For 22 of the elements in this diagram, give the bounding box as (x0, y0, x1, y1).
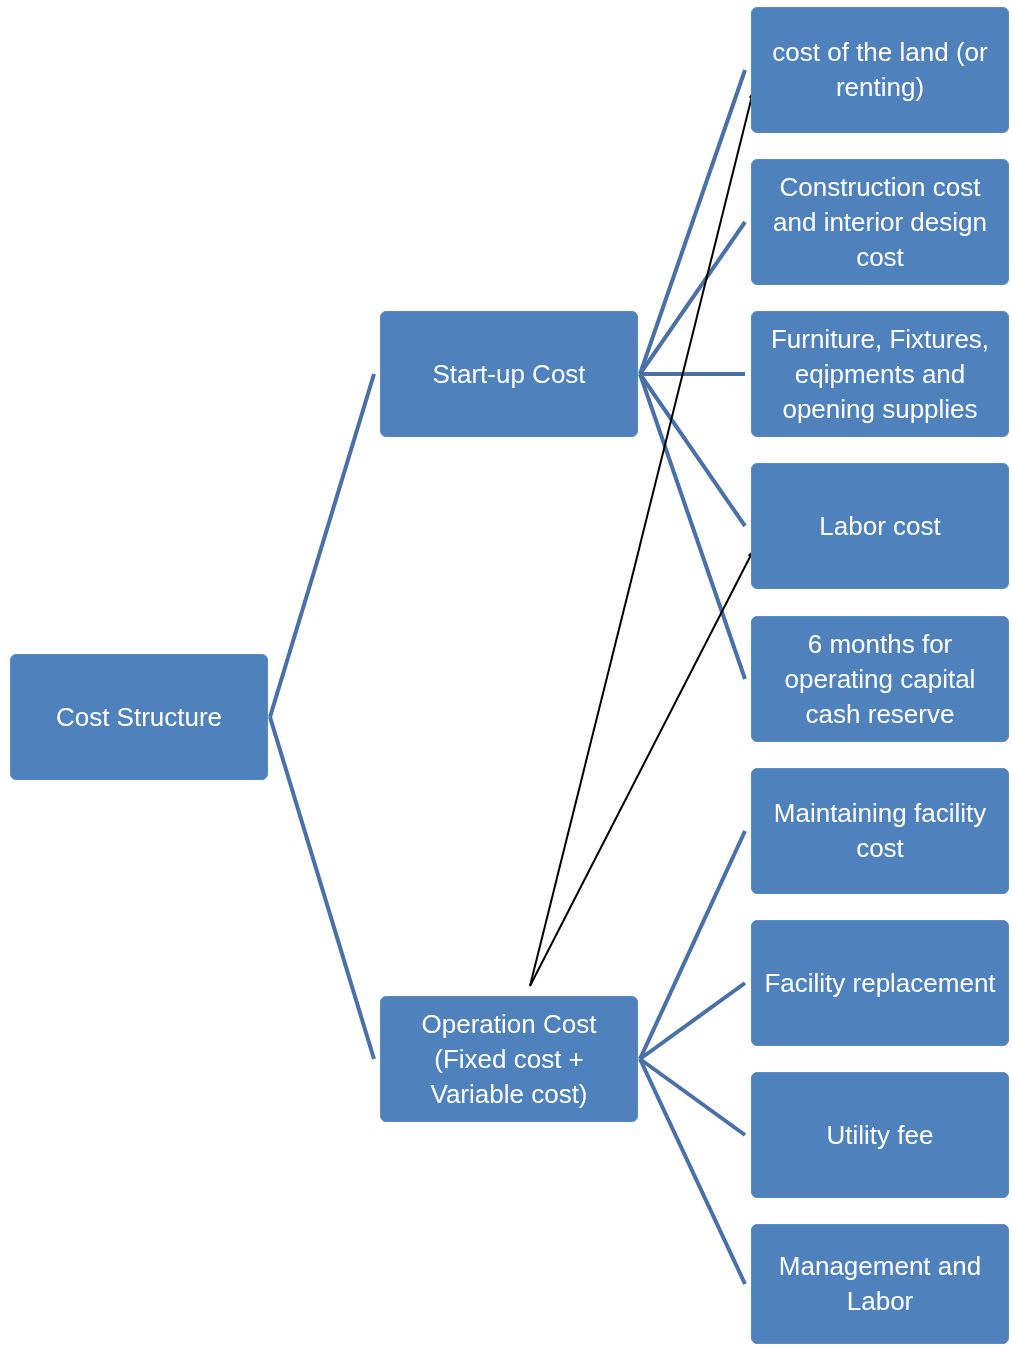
connector-line (638, 981, 747, 1061)
process-box: Facility replacement (751, 920, 1009, 1046)
process-box: cost of the land (or renting) (751, 7, 1009, 133)
connector-line (638, 830, 747, 1060)
process-box: Labor cost (751, 463, 1009, 589)
connector-line (638, 373, 747, 680)
connector-line (638, 1058, 747, 1285)
connector-line (638, 1057, 747, 1137)
process-box: Furniture, Fixtures, eqipments and opening supplies (751, 311, 1009, 437)
process-box: Management and Labor (751, 1224, 1009, 1344)
process-box: Utility fee (751, 1072, 1009, 1198)
connector-line (638, 69, 747, 375)
process-box: 6 months for operating capital cash reserve (751, 616, 1009, 742)
process-box: Construction cost and interior design cost (751, 159, 1009, 285)
connector-line (640, 372, 745, 376)
connector-line (268, 716, 376, 1060)
connector-line (268, 373, 376, 718)
process-box: Start-up Cost (380, 311, 638, 437)
process-box: Maintaining facility cost (751, 768, 1009, 894)
process-box: Cost Structure (10, 654, 268, 780)
connector-line (638, 220, 747, 376)
process-box: Operation Cost (Fixed cost + Variable cost) (380, 996, 638, 1122)
